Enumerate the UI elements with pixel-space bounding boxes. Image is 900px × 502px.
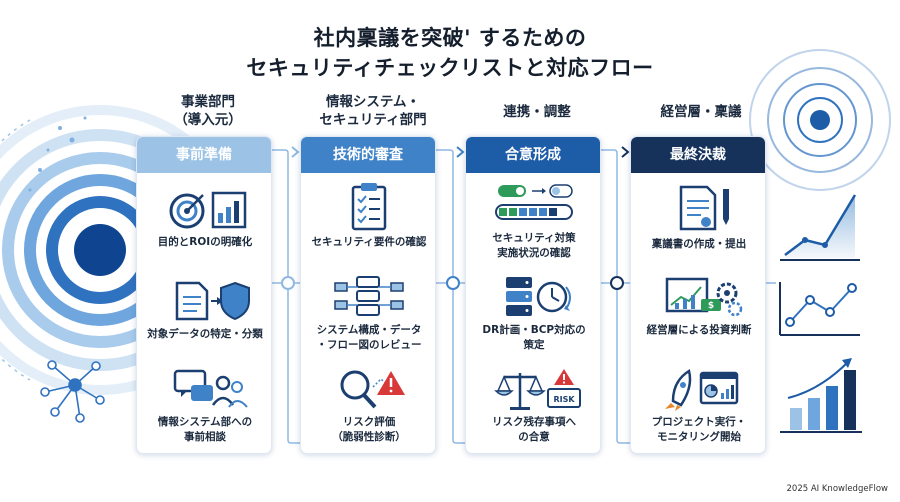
server-clock-icon: [506, 277, 571, 316]
item-label: の合意: [518, 431, 550, 443]
stage-label-line: 事業部門: [181, 94, 235, 110]
network-node-icon: [40, 360, 105, 423]
svg-text:$: $: [708, 301, 714, 311]
column-preparation: 事前準備 目的とROIの明確化 対象データの特定・分類: [136, 136, 272, 454]
item-label: 経営層による投資判断: [646, 324, 752, 336]
column-header: 合意形成: [466, 137, 600, 173]
list-item: セキュリティ要件の確認: [301, 181, 435, 250]
item-label: リスク残存事項へ: [492, 416, 576, 428]
stage-label-line: 連携・調整: [503, 104, 571, 120]
list-item: 情報システム部への 事前相談: [137, 367, 271, 445]
chat-people-icon: [173, 369, 248, 408]
stage-label-management: 経営層・稟議: [621, 103, 781, 121]
target-chart-icon: [169, 191, 247, 229]
stage-label-line: 情報システム・: [325, 94, 421, 110]
stage-label-line: セキュリティ部門: [319, 112, 427, 128]
item-label: 事前相談: [184, 431, 226, 443]
column-technical-review: 技術的審査 セキュリティ要件の確認: [300, 136, 436, 454]
stage-label-line: 経営層・稟議: [660, 104, 742, 120]
area-chart-icon: [780, 194, 860, 261]
item-label: 稟議書の作成・提出: [651, 238, 747, 250]
stage-label-it: 情報システム・ セキュリティ部門: [293, 93, 453, 129]
investment-chart-icon: $: [665, 277, 743, 317]
item-label: 情報システム部への: [157, 416, 253, 428]
item-label: セキュリティ要件の確認: [311, 236, 427, 248]
item-label: 目的とROIの明確化: [157, 236, 253, 248]
list-item: 稟議書の作成・提出: [631, 183, 765, 252]
list-item: 対象データの特定・分類: [137, 279, 271, 342]
title-line-1: 社内稟議を突破' するための: [313, 26, 587, 50]
list-item: セキュリティ対策 実施状況の確認: [466, 183, 600, 261]
list-item: RISK リスク残存事項へ の合意: [466, 367, 600, 445]
item-label: DR計画・BCP対応の: [482, 324, 586, 336]
magnifier-warning-icon: [340, 370, 405, 409]
scale-risk-icon: RISK: [494, 369, 581, 410]
right-concentric-rings: [749, 49, 891, 191]
list-item: システム構成・データ ・フロー図のレビュー: [301, 275, 435, 353]
document-pen-icon: [679, 185, 729, 231]
list-item: DR計画・BCP対応の 策定: [466, 275, 600, 353]
item-label: システム構成・データ: [316, 324, 422, 336]
column-header: 技術的審査: [301, 137, 435, 173]
dot-pattern: [28, 116, 87, 192]
list-item: $ 経営層による投資判断: [631, 275, 765, 338]
list-item: 目的とROIの明確化: [137, 187, 271, 250]
item-label: 実施状況の確認: [497, 247, 571, 259]
risk-badge-text: RISK: [553, 395, 575, 404]
column-header: 最終決裁: [631, 137, 765, 173]
bar-chart-icon: [780, 358, 862, 433]
item-label: 策定: [523, 339, 545, 351]
column-final-approval: 最終決裁 稟議書の作成・提出 $ 経営層による投資判断: [630, 136, 766, 454]
stage-label-business: 事業部門 （導入元）: [128, 93, 288, 129]
item-label: モニタリング開始: [657, 431, 741, 443]
column-consensus: 合意形成 セキュリティ対策 実施状況の確認: [465, 136, 601, 454]
rocket-dashboard-icon: [665, 369, 739, 411]
item-label: ・フロー図のレビュー: [316, 339, 422, 351]
server-flow-icon: [334, 276, 404, 316]
flow-node-dots: [281, 276, 624, 290]
item-label: リスク評価: [342, 416, 396, 428]
item-label: セキュリティ対策: [492, 232, 576, 244]
stage-label-line: （導入元）: [174, 112, 242, 128]
line-chart-icon: [779, 282, 860, 336]
credit-text: 2025 AI KnowledgeFlow: [786, 484, 889, 494]
list-item: プロジェクト実行・ モニタリング開始: [631, 367, 765, 445]
document-shield-icon: [175, 281, 250, 321]
item-label: プロジェクト実行・: [651, 416, 747, 428]
item-label: 対象データの特定・分類: [147, 328, 263, 340]
column-header: 事前準備: [137, 137, 271, 173]
list-item: リスク評価 （脆弱性診断）: [301, 367, 435, 445]
checklist-clipboard-icon: [351, 183, 387, 231]
stage-label-coordination: 連携・調整: [457, 103, 617, 121]
title-line-2: セキュリティチェックリストと対応フロー: [246, 56, 654, 80]
toggle-progress-icon: [495, 184, 573, 220]
item-label: （脆弱性診断）: [332, 431, 406, 443]
